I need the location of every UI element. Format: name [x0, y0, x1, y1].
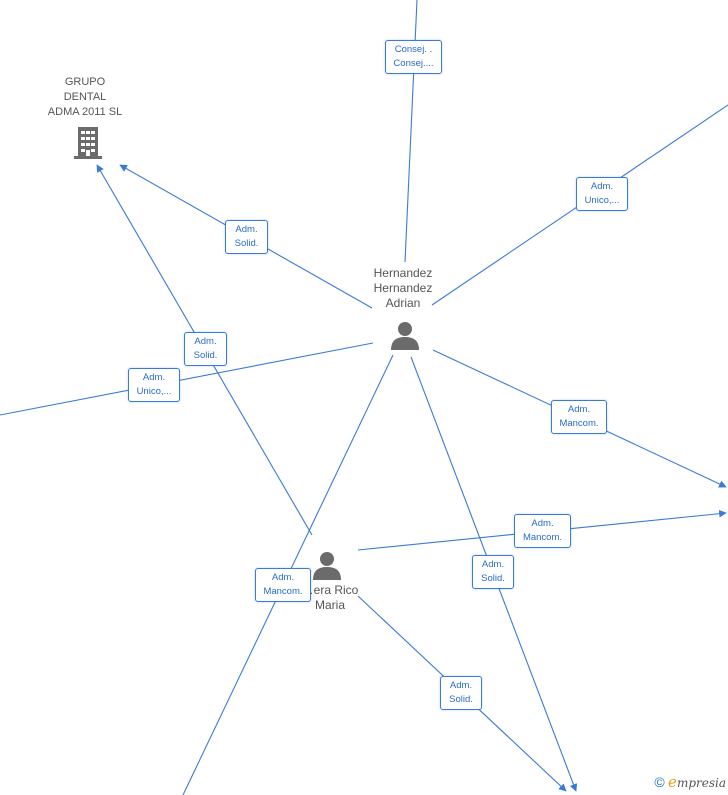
edge-line-main-left [0, 342, 374, 416]
edge-label-adm-solid-second-bottom[interactable]: Adm. Solid. [440, 676, 482, 710]
edge-label-text: Solid. [481, 573, 505, 584]
edge-label-consej[interactable]: Consej. . Consej.... [385, 40, 442, 74]
edge-label-text: Unico,... [136, 386, 172, 397]
edge-label-adm-solid-second-company[interactable]: Adm. Solid. [184, 332, 227, 366]
company-name-line-3: ADMA 2011 SL [47, 106, 123, 118]
edge-label-text: Solid. [449, 694, 473, 705]
edge-label-text: Mancom. [263, 586, 303, 597]
edge-label-text: Solid. [193, 350, 218, 361]
edge-label-text: Adm. [481, 559, 505, 570]
person-icon[interactable] [390, 320, 420, 350]
edge-label-text: Adm. [590, 181, 614, 192]
edge-label-text: Adm. [567, 404, 591, 415]
edge-label-adm-unico-topright[interactable]: Adm. Unico,... [576, 177, 628, 211]
edge-label-text: Adm. [449, 680, 473, 691]
person-second-line-1: …era Rico [301, 583, 359, 597]
edge-label-text: Consej.... [393, 58, 434, 69]
company-node-label[interactable]: GRUPO DENTAL ADMA 2011 SL [40, 75, 130, 120]
person-icon[interactable] [312, 550, 342, 580]
edge-label-text: Consej. . [394, 44, 433, 55]
person-second-label[interactable]: …era Rico Maria [294, 583, 366, 613]
edge-label-adm-solid-company[interactable]: Adm. Solid. [225, 220, 268, 254]
edge-label-text: Mancom. [559, 418, 599, 429]
edge-label-adm-mancom-bottomleft[interactable]: Adm. Mancom. [255, 568, 311, 602]
building-icon[interactable] [72, 125, 104, 160]
edge-label-text: Solid. [234, 238, 259, 249]
edge-label-text: Mancom. [522, 532, 563, 543]
edge-label-text: Adm. [142, 372, 166, 383]
watermark: © empresia [654, 773, 726, 791]
copyright-icon: © [654, 774, 665, 790]
person-main-line-1: Hernandez [373, 266, 433, 280]
edge-label-adm-solid-bottom[interactable]: Adm. Solid. [472, 555, 514, 589]
company-name-line-2: DENTAL [63, 91, 107, 103]
edge-label-text: Adm. [271, 572, 295, 583]
person-main-line-3: Adrian [385, 296, 421, 310]
person-second-line-2: Maria [314, 598, 345, 612]
company-name-line-1: GRUPO [64, 76, 106, 88]
edge-label-adm-mancom-second-right[interactable]: Adm. Mancom. [514, 514, 571, 548]
edge-label-text: Adm. [235, 224, 258, 235]
brand-logo-text: mpresia [676, 776, 726, 790]
edge-label-text: Adm. [194, 336, 217, 347]
person-main-label[interactable]: Hernandez Hernandez Adrian [358, 266, 448, 311]
edge-label-adm-unico-left[interactable]: Adm. Unico,... [128, 368, 180, 402]
edge-label-adm-mancom-right[interactable]: Adm. Mancom. [551, 400, 607, 434]
person-main-line-2: Hernandez [373, 281, 433, 295]
edge-label-text: Unico,... [584, 195, 620, 206]
edge-label-text: Adm. [531, 518, 554, 529]
brand-logo-initial: e [668, 773, 677, 791]
